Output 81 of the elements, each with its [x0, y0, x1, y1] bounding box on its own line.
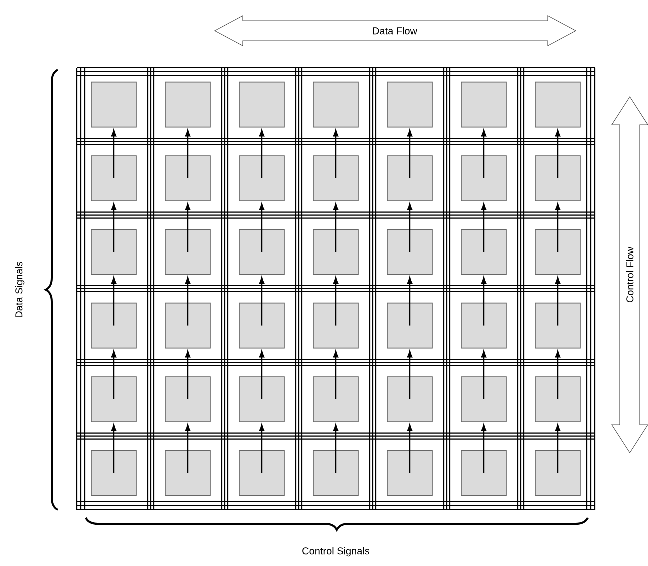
arrow	[481, 350, 487, 400]
arrow	[111, 204, 117, 252]
cell-square	[91, 450, 137, 496]
cell-square	[239, 302, 285, 349]
arrow	[185, 350, 191, 400]
arrow	[555, 277, 561, 326]
cell-square	[313, 450, 359, 496]
arrow	[555, 424, 561, 474]
arrow	[333, 350, 339, 400]
cell-square	[91, 229, 137, 276]
cell-square	[91, 376, 137, 422]
cell-square	[165, 156, 211, 202]
cell-square	[535, 229, 581, 276]
arrow	[111, 130, 117, 178]
arrow	[333, 277, 339, 326]
arrow	[259, 424, 265, 474]
arrow	[555, 130, 561, 178]
arrow	[555, 204, 561, 252]
cell-square	[387, 156, 433, 202]
arrow	[185, 277, 191, 326]
arrow	[555, 350, 561, 400]
arrow	[407, 424, 413, 474]
arrow	[333, 424, 339, 474]
arrow	[185, 424, 191, 474]
arrow	[259, 130, 265, 178]
arrow	[185, 130, 191, 178]
cell-square	[165, 450, 211, 496]
cell-square	[239, 229, 285, 276]
arrow	[259, 350, 265, 400]
cell-square	[387, 376, 433, 422]
cell-square	[461, 82, 507, 128]
arrow	[481, 277, 487, 326]
cell-square	[313, 82, 359, 128]
cell-square	[387, 302, 433, 349]
arrow	[481, 424, 487, 474]
cell-square	[239, 376, 285, 422]
cell-square	[535, 82, 581, 128]
cell-square	[535, 302, 581, 349]
arrow	[407, 350, 413, 400]
cell-square	[165, 229, 211, 276]
arrow	[259, 204, 265, 252]
cell-square	[387, 450, 433, 496]
arrow	[111, 424, 117, 474]
cell-square	[91, 156, 137, 202]
arrow	[111, 277, 117, 326]
cell-square	[91, 302, 137, 349]
flow-label: Control Flow	[626, 246, 634, 303]
cell-square	[535, 156, 581, 202]
cell-square	[313, 156, 359, 202]
cell-square	[239, 156, 285, 202]
arrow	[333, 204, 339, 252]
arrow	[407, 277, 413, 326]
arrow	[185, 204, 191, 252]
arrow	[481, 130, 487, 178]
signal-label: Data Signals	[15, 262, 25, 318]
cell-square	[461, 450, 507, 496]
cell-square	[165, 82, 211, 128]
cell-square	[165, 302, 211, 349]
signal-label: Control Signals	[302, 547, 370, 557]
cell-square	[165, 376, 211, 422]
arrow	[407, 130, 413, 178]
cell-square	[461, 302, 507, 349]
arrow	[259, 277, 265, 326]
cell-square	[313, 229, 359, 276]
cell-square	[387, 229, 433, 276]
cell-square	[535, 376, 581, 422]
arrow	[333, 130, 339, 178]
cell-square	[91, 82, 137, 128]
cell-square	[313, 302, 359, 349]
cell-square	[535, 450, 581, 496]
cell-square	[313, 376, 359, 422]
cell-square	[239, 450, 285, 496]
cell-square	[461, 156, 507, 202]
flow-label: Data Flow	[373, 27, 418, 35]
cell-square	[239, 82, 285, 128]
cell-square	[461, 229, 507, 276]
cell-square	[387, 82, 433, 128]
arrow	[407, 204, 413, 252]
arrow	[481, 204, 487, 252]
arrow	[111, 350, 117, 400]
cell-square	[461, 376, 507, 422]
